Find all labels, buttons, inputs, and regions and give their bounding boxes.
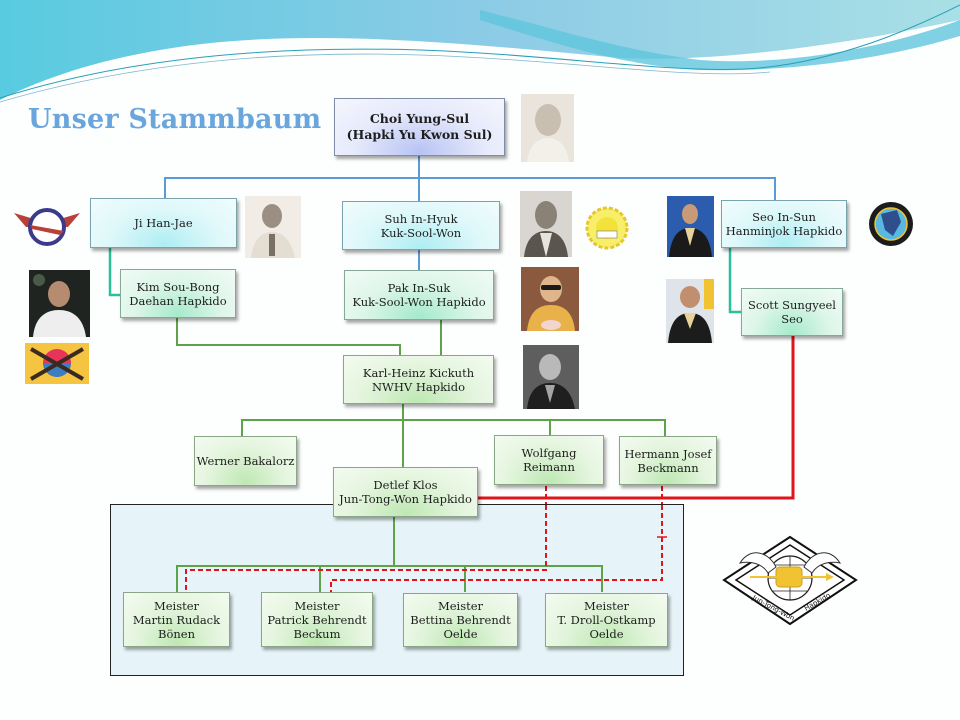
node-name: Karl-Heinz Kickuth [362, 365, 475, 380]
node-name: Choi Yung-Sul [369, 111, 470, 126]
node-name: Martin Rudack [132, 612, 221, 627]
node-pak-in-suk[interactable]: Pak In-Suk Kuk-Sool-Won Hapkido [344, 270, 494, 320]
connector-level1 [164, 156, 776, 270]
node-rank: Meister [437, 599, 484, 613]
node-location: Oelde [589, 627, 624, 641]
node-style: Kuk-Sool-Won Hapkido [352, 295, 486, 309]
photo-seo-in-sun [667, 196, 714, 257]
node-style: Jun-Tong-Won Hapkido [339, 492, 472, 506]
node-name-cont: Seo [781, 312, 803, 326]
photo-choi-yung-sul [521, 94, 574, 162]
logo-kuk-sool-won [584, 205, 630, 251]
node-name: Wolfgang [521, 446, 577, 460]
photo-kickuth [523, 345, 579, 409]
node-name: Suh In-Hyuk [384, 211, 458, 226]
header-wave-decoration [0, 0, 960, 103]
logo-hanminjok-hapkido [867, 200, 915, 248]
logo-jun-tong-won-hapkido: Jun-Tong-Won Hapkido [720, 533, 860, 628]
node-choi-yung-sul[interactable]: Choi Yung-Sul (Hapki Yu Kwon Sul) [334, 98, 505, 156]
node-name: Hermann Josef [624, 446, 712, 461]
logo-daehan-hapkido [25, 343, 89, 384]
node-werner-bakalorz[interactable]: Werner Bakalorz [194, 436, 297, 486]
node-bettina-behrendt[interactable]: Meister Bettina Behrendt Oelde [403, 593, 518, 647]
node-ji-han-jae[interactable]: Ji Han-Jae [90, 198, 237, 248]
node-wolfgang-reimann[interactable]: Wolfgang Reimann [494, 435, 604, 485]
jun-tong-won-school-group [110, 504, 684, 676]
node-hermann-josef-beckmann[interactable]: Hermann Josef Beckmann [619, 436, 717, 485]
node-karl-heinz-kickuth[interactable]: Karl-Heinz Kickuth NWHV Hapkido [343, 355, 494, 404]
node-patrick-behrendt[interactable]: Meister Patrick Behrendt Beckum [261, 592, 373, 647]
logo-ji-han-jae-association [12, 203, 82, 249]
node-rank: Meister [583, 599, 630, 613]
photo-kim-sou-bong [29, 270, 90, 337]
node-name: T. Droll-Ostkamp [557, 613, 656, 627]
photo-scott-sungyeel-seo [666, 279, 714, 343]
photo-ji-han-jae [245, 196, 301, 258]
node-name: Patrick Behrendt [267, 612, 367, 627]
node-name: Seo In-Sun [752, 210, 816, 224]
node-location: Beckum [293, 626, 341, 641]
photo-pak-in-suk [521, 267, 579, 331]
page-title: Unser Stammbaum [28, 104, 322, 135]
node-name: Detlef Klos [373, 478, 438, 492]
node-martin-rudack[interactable]: Meister Martin Rudack Bönen [123, 592, 230, 647]
node-name-cont: Reimann [523, 460, 575, 474]
node-location: Bönen [158, 626, 195, 641]
node-name: Pak In-Suk [387, 281, 451, 295]
node-droll-ostkamp[interactable]: Meister T. Droll-Ostkamp Oelde [545, 593, 668, 647]
node-rank: Meister [153, 598, 200, 613]
node-name: Bettina Behrendt [410, 613, 511, 627]
connector-teal [108, 248, 742, 314]
node-rank: Meister [294, 598, 340, 613]
node-name: Kim Sou-Bong [136, 279, 220, 294]
node-style: Hanminjok Hapkido [725, 224, 843, 238]
node-style: (Hapki Yu Kwon Sul) [346, 127, 493, 142]
node-kim-sou-bong[interactable]: Kim Sou-Bong Daehan Hapkido [120, 269, 236, 318]
node-style: Kuk-Sool-Won [380, 225, 462, 240]
node-style: Daehan Hapkido [129, 293, 227, 308]
node-scott-sungyeel-seo[interactable]: Scott Sungyeel Seo [741, 288, 843, 336]
node-name: Werner Bakalorz [196, 454, 295, 468]
node-seo-in-sun[interactable]: Seo In-Sun Hanminjok Hapkido [721, 200, 847, 248]
node-detlef-klos[interactable]: Detlef Klos Jun-Tong-Won Hapkido [333, 467, 478, 517]
photo-suh-in-hyuk [520, 191, 572, 257]
node-suh-in-hyuk[interactable]: Suh In-Hyuk Kuk-Sool-Won [342, 201, 500, 250]
node-location: Oelde [443, 627, 478, 641]
node-name: Scott Sungyeel [748, 298, 836, 312]
node-name-cont: Beckmann [637, 460, 699, 475]
node-style: NWHV Hapkido [371, 379, 466, 394]
node-name: Ji Han-Jae [134, 216, 193, 230]
